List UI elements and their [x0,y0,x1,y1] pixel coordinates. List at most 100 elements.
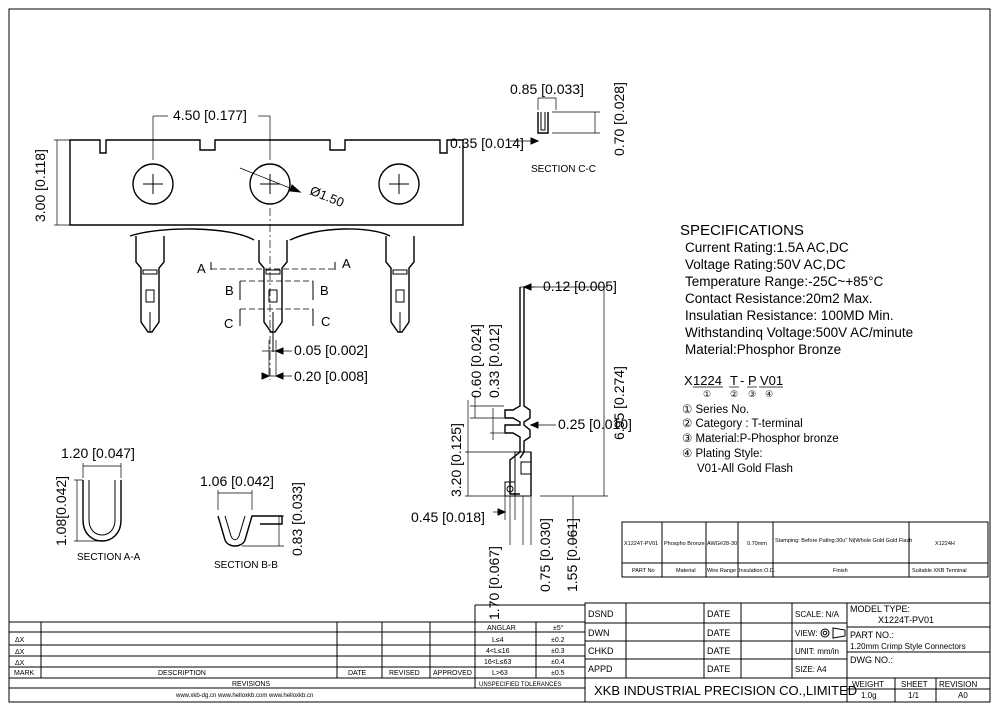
svg-text:PART NO.:: PART NO.: [850,630,894,640]
spec-line: Current Rating:1.5A AC,DC [685,240,849,255]
svg-text:1224: 1224 [693,373,722,388]
svg-text:Stamping: Before Patlng:30u" N: Stamping: Before Patlng:30u" Ni|Whole Go… [775,538,912,544]
part-code: X 1224 T - P V01 ① ② ③ ④ ① Series No. ② … [682,373,839,475]
svg-text:Insulation O.D.: Insulation O.D. [739,568,776,574]
svg-text:0.20 [0.008]: 0.20 [0.008] [294,368,368,384]
svg-text:SECTION C-C: SECTION C-C [531,164,596,175]
svg-text:DATE: DATE [707,646,730,656]
svg-text:UNSPECIFIED TOLERANCES: UNSPECIFIED TOLERANCES [479,682,561,688]
svg-text:ΔX: ΔX [15,649,25,656]
svg-text:0.70mm: 0.70mm [747,541,767,547]
terminal-2 [258,240,288,375]
svg-text:DSND: DSND [588,609,614,619]
svg-text:Finish: Finish [833,568,848,574]
svg-text:0.05 [0.002]: 0.05 [0.002] [294,342,368,358]
svg-text:C: C [224,316,233,331]
svg-text:X: X [684,373,693,388]
projection-symbol-icon [820,627,846,639]
svg-text:3.20 [0.125]: 3.20 [0.125] [448,423,464,497]
svg-text:±0.3: ±0.3 [551,648,565,655]
svg-text:Ø1.50: Ø1.50 [308,183,346,210]
pilot-hole-2 [249,163,291,205]
svg-text:0.75 [0.030]: 0.75 [0.030] [537,518,553,592]
svg-text:1.20mm Crimp Style Connectors: 1.20mm Crimp Style Connectors [850,642,966,651]
svg-text:L≤4: L≤4 [492,637,504,644]
svg-text:1.08[0.042]: 1.08[0.042] [53,476,69,546]
parts-table: X1224T-PV01 Phospho Bronze AWG#28-30 0.7… [621,521,989,578]
section-cc: 0.85 [0.033] 0.70 [0.028] 0.35 [0.014] S… [450,81,627,175]
svg-text:1.06 [0.042]: 1.06 [0.042] [200,473,274,489]
svg-text:0.83 [0.033]: 0.83 [0.033] [289,482,305,556]
section-cut-b: B B [225,280,329,300]
svg-text:Phospho Bronze: Phospho Bronze [664,541,705,547]
svg-text:APPROVED: APPROVED [433,670,472,677]
svg-text:B: B [225,283,234,298]
svg-text:DATE: DATE [707,609,730,619]
svg-text:0.12 [0.005]: 0.12 [0.005] [543,278,617,294]
svg-text:0.85 [0.033]: 0.85 [0.033] [510,81,584,97]
svg-text:XKB INDUSTRIAL PRECISION CO.,L: XKB INDUSTRIAL PRECISION CO.,LIMITED [594,683,857,698]
svg-text:④: ④ [765,389,773,399]
pilot-hole-1 [132,163,174,205]
svg-text:1/1: 1/1 [908,691,920,700]
code-note: ② Category : T-terminal [682,418,803,430]
svg-text:A: A [342,256,351,271]
svg-text:L>63: L>63 [492,670,508,677]
spec-line: Insulatian Resistance: 100MD Min. [685,308,894,323]
svg-text:DATE: DATE [707,628,730,638]
svg-text:SHEET: SHEET [901,680,928,689]
svg-text:0.70 [0.028]: 0.70 [0.028] [611,82,627,156]
svg-text:REVISED: REVISED [389,670,420,677]
svg-text:REVISION: REVISION [939,680,977,689]
svg-text:0.35 [0.014]: 0.35 [0.014] [450,135,524,151]
drawing-border [8,8,991,703]
spec-line: Withstandinq Voltage:500V AC/minute [685,325,913,340]
spec-line: Voltage Rating:50V AC,DC [685,257,846,272]
terminal-1 [135,236,165,333]
svg-text:SIZE: A4: SIZE: A4 [795,665,827,674]
code-note: V01-All Gold Flash [697,463,793,475]
revision-table: ΔX ΔX ΔX MARK DESCRIPTION DATE REVISED A… [9,604,586,702]
top-view: A A B B C C 4.50 [0.177] [32,107,464,384]
svg-text:UNIT: mm/in: UNIT: mm/in [795,647,839,656]
svg-text:VIEW:: VIEW: [795,629,818,638]
svg-text:WEIGHT: WEIGHT [852,680,884,689]
svg-text:A0: A0 [958,691,968,700]
spec-line: Temperature Range:-25C~+85°C [685,274,884,289]
svg-text:DATE: DATE [348,670,366,677]
svg-text:DATE: DATE [707,664,730,674]
svg-text:0.45 [0.018]: 0.45 [0.018] [411,509,485,525]
svg-text:±0.2: ±0.2 [551,637,565,644]
height-dimension: 3.00 [0.118] [32,139,100,226]
svg-text:±0.5: ±0.5 [551,670,565,677]
svg-text:AWG#28-30: AWG#28-30 [707,541,737,547]
svg-text:www.xkb-dg.cn www.helloxkb.c: www.xkb-dg.cn www.helloxkb.com www.hello… [175,693,313,699]
svg-text:4<L≤16: 4<L≤16 [486,648,510,655]
section-cut-a: A A [197,256,351,276]
svg-text:SECTION A-A: SECTION A-A [77,552,141,563]
code-note: ③ Material:P-Phosphor bronze [682,433,839,445]
svg-text:16<L≤63: 16<L≤63 [484,659,512,666]
code-note: ① Series No. [682,404,749,416]
code-note: ④ Plating Style: [682,448,763,460]
svg-text:0.60 [0.024]: 0.60 [0.024] [468,324,484,398]
side-view: 0.12 [0.005] 6.95 [0.274] 0.60 [0.024] 0… [411,278,632,620]
pitch-dimension: 4.50 [0.177] [152,107,271,160]
svg-text:Material: Material [676,568,696,574]
svg-text:DWG NO.:: DWG NO.: [850,655,893,665]
svg-text:P: P [748,373,757,388]
svg-text:3.00 [0.118]: 3.00 [0.118] [32,149,48,222]
spec-line: Contact Resistance:20m2 Max. [685,291,873,306]
svg-text:X1224H: X1224H [935,541,955,547]
svg-text:REVISIONS: REVISIONS [232,681,270,688]
svg-text:Wire Range: Wire Range [707,568,736,574]
svg-text:±5°: ±5° [553,624,564,632]
svg-text:Suitable XKB Terminal: Suitable XKB Terminal [912,568,967,574]
svg-text:X1224T-PV01: X1224T-PV01 [624,541,658,547]
svg-text:±0.4: ±0.4 [551,659,565,666]
carrier-strip [69,139,464,226]
svg-text:APPD: APPD [588,664,613,674]
svg-text:SCALE: N/A: SCALE: N/A [795,610,840,619]
spec-title: SPECIFICATIONS [680,222,804,239]
